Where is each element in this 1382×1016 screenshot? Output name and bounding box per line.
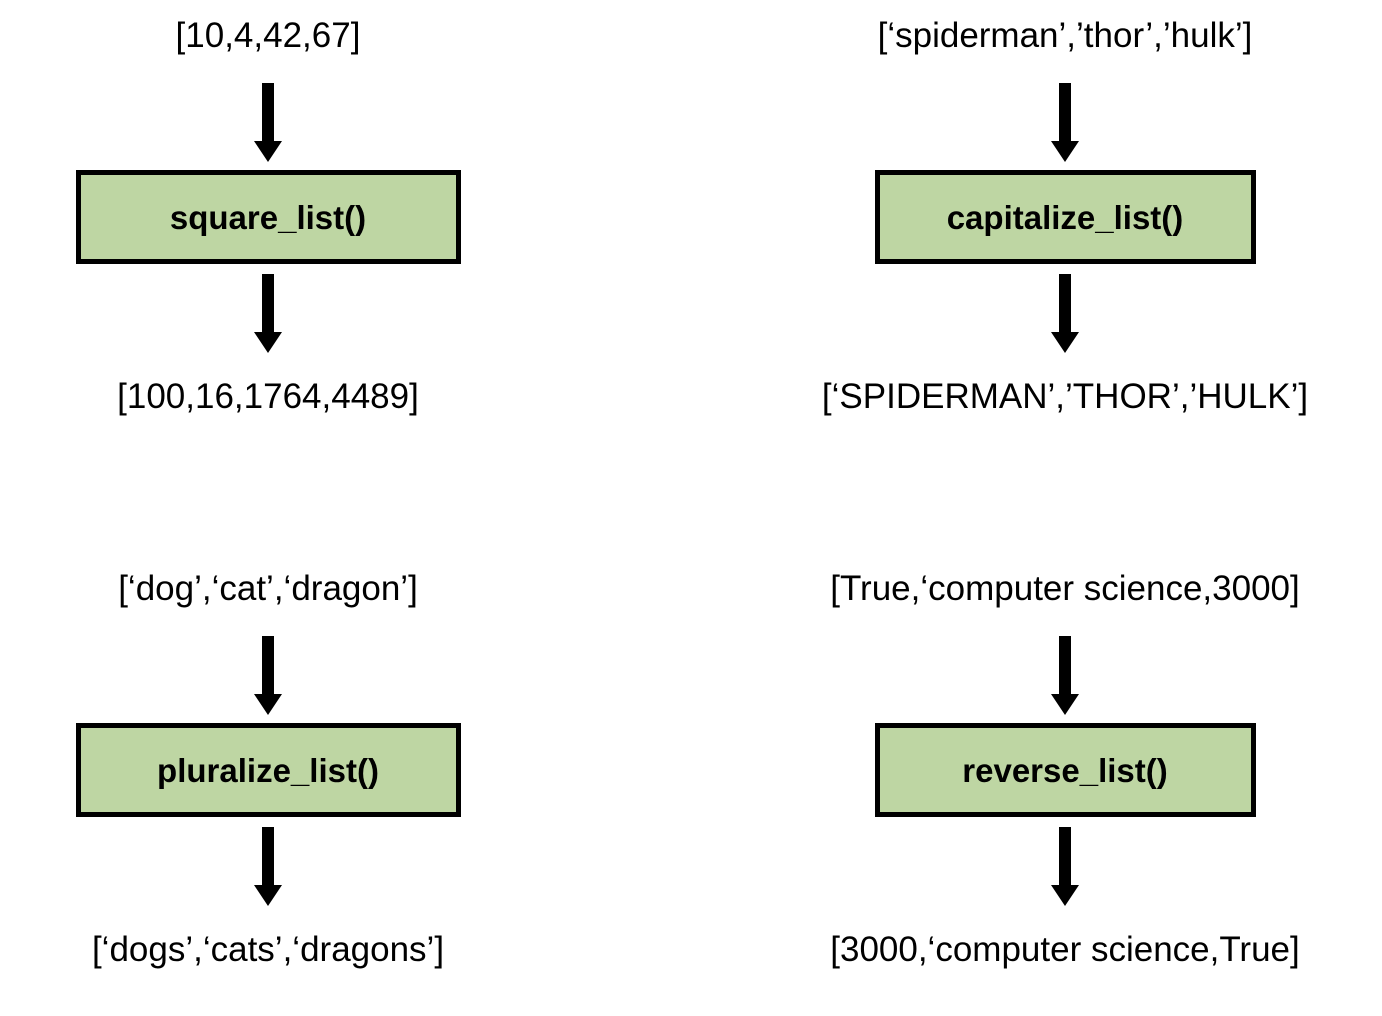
flow-capitalize-list: [‘spiderman’,’thor’,’hulk’] capitalize_l… <box>797 18 1333 414</box>
down-arrow-icon <box>1050 636 1080 716</box>
function-name-label: reverse_list() <box>962 751 1168 789</box>
down-arrow-icon <box>1050 827 1080 907</box>
output-list-label: [‘dogs’,‘cats’,‘dragons’] <box>91 930 445 969</box>
input-list-label: [‘spiderman’,’thor’,’hulk’] <box>877 16 1253 55</box>
function-box-pluralize-list[interactable]: pluralize_list() <box>75 723 461 817</box>
function-name-label: pluralize_list() <box>157 751 379 789</box>
output-list-label: [100,16,1764,4489] <box>117 377 419 416</box>
input-list-label: [True,‘computer science,3000] <box>830 569 1300 608</box>
output-list-label: [3000,‘computer science,True] <box>830 930 1300 969</box>
function-name-label: capitalize_list() <box>946 198 1184 236</box>
flow-reverse-list: [True,‘computer science,3000] reverse_li… <box>797 571 1333 967</box>
down-arrow-icon <box>1050 83 1080 163</box>
input-list-label: [10,4,42,67] <box>175 16 361 55</box>
flow-pluralize-list: [‘dog’,‘cat’,‘dragon’] pluralize_list() … <box>0 571 536 967</box>
function-box-square-list[interactable]: square_list() <box>75 170 461 264</box>
down-arrow-icon <box>253 83 283 163</box>
down-arrow-icon <box>253 636 283 716</box>
function-name-label: square_list() <box>169 198 367 236</box>
input-list-label: [‘dog’,‘cat’,‘dragon’] <box>118 569 418 608</box>
down-arrow-icon <box>253 274 283 354</box>
function-box-reverse-list[interactable]: reverse_list() <box>874 723 1256 817</box>
function-box-capitalize-list[interactable]: capitalize_list() <box>874 170 1256 264</box>
down-arrow-icon <box>1050 274 1080 354</box>
flow-square-list: [10,4,42,67] square_list() [100,16,1764,… <box>0 18 536 414</box>
output-list-label: [‘SPIDERMAN’,’THOR’,’HULK’] <box>821 377 1309 416</box>
down-arrow-icon <box>253 827 283 907</box>
